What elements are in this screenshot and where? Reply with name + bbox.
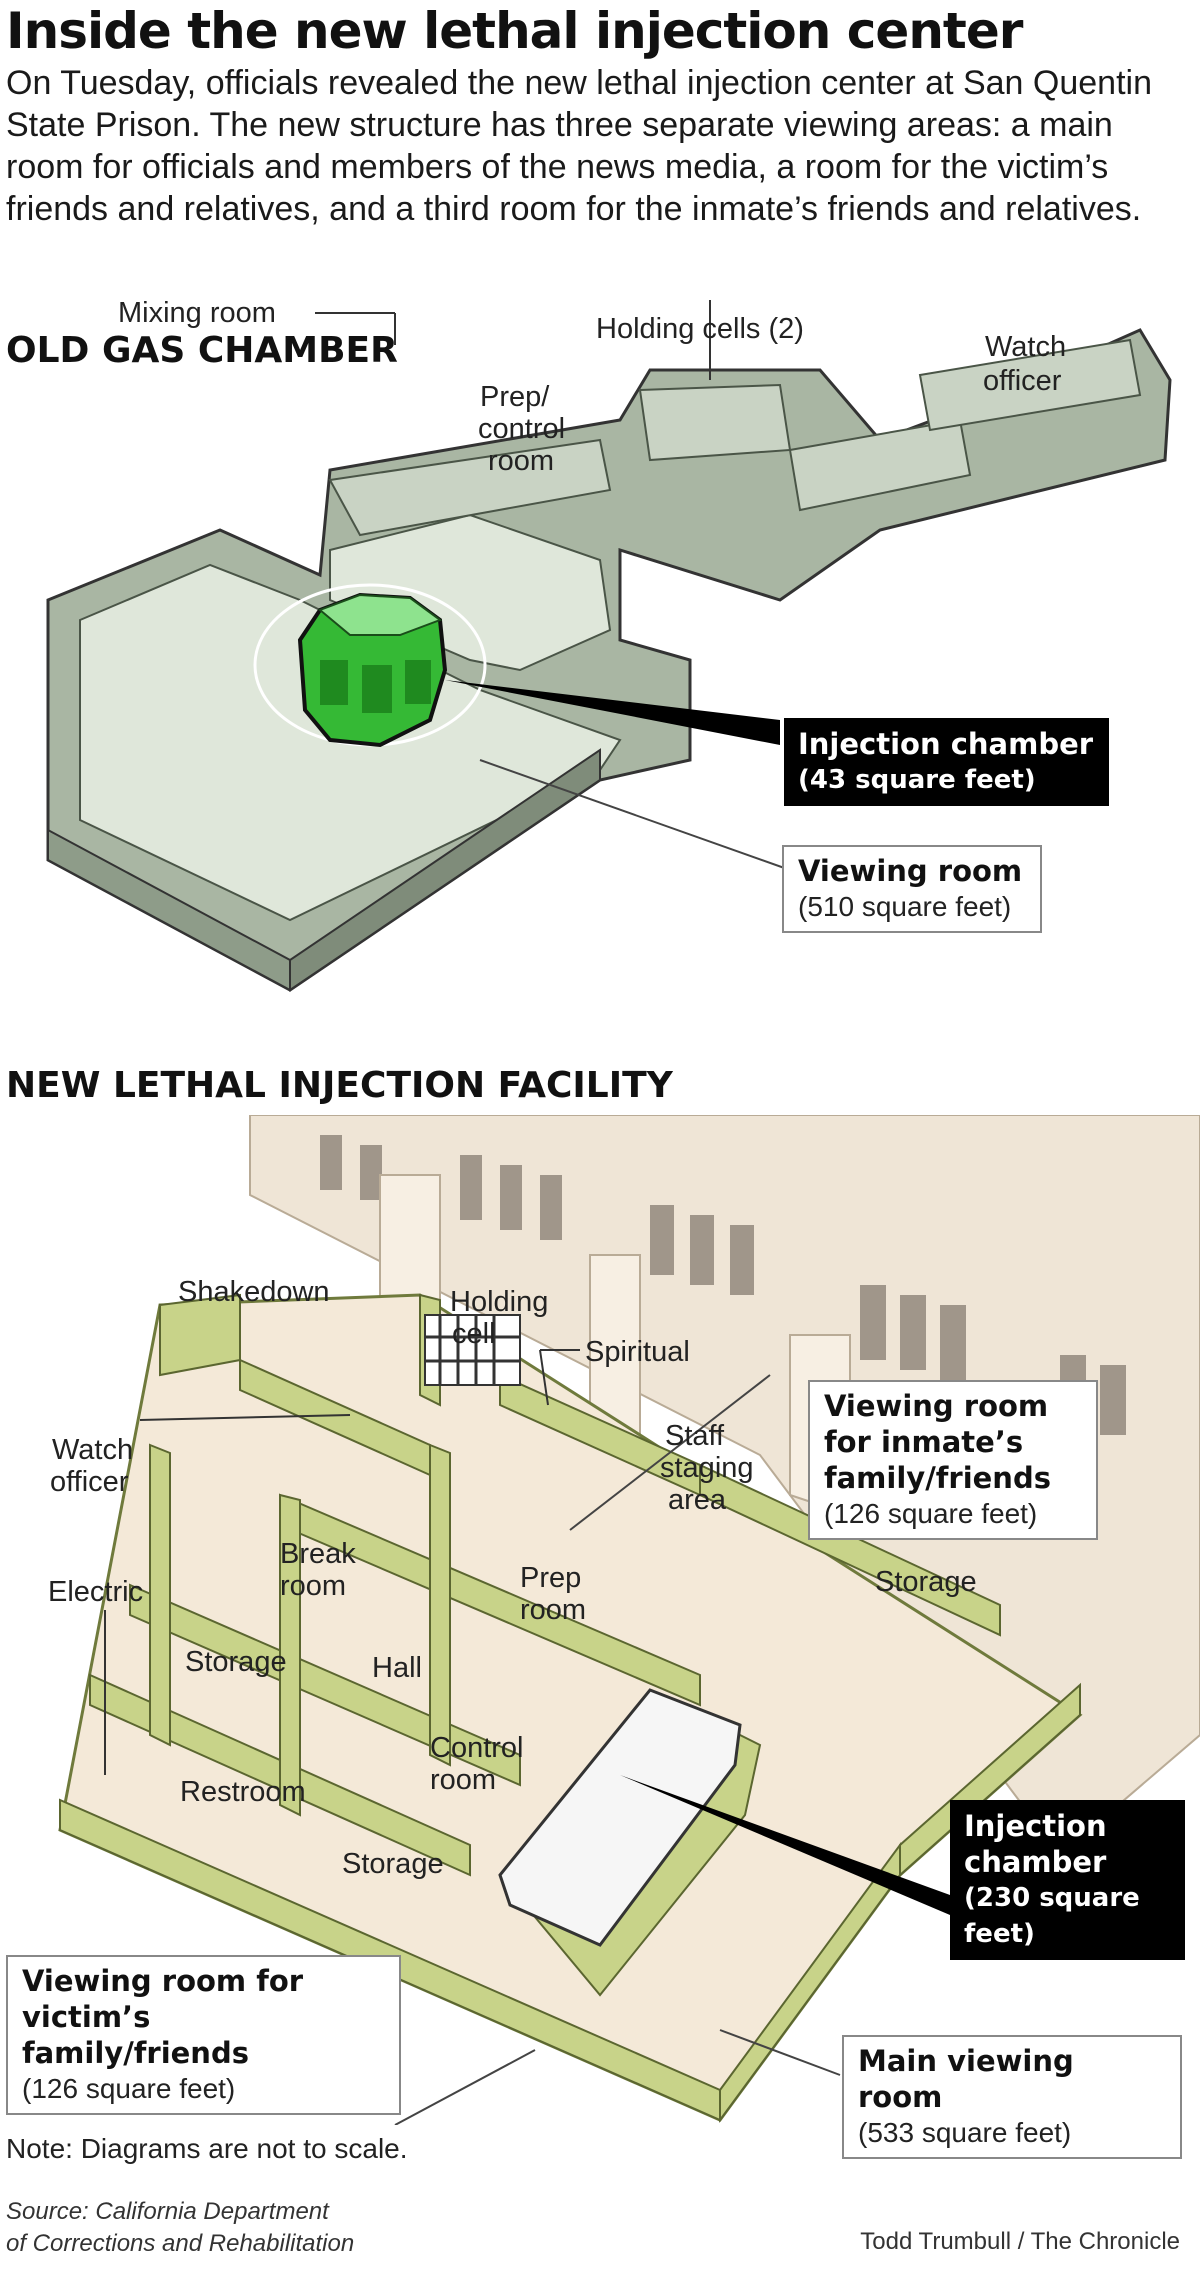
prep-room-label-1: Prep [520,1562,582,1594]
prep-room-label-2: room [520,1594,587,1626]
watch-officer-label-2: officer [50,1466,129,1498]
new-facility-diagram: Shakedown Holding cell Spiritual Watch o… [0,1114,1200,2159]
new-floorplan-drawing [58,1114,1200,2126]
intro-paragraph: On Tuesday, officials revealed the new l… [6,64,1152,228]
inmate-viewing-title-2: for inmate’s [824,1425,1024,1459]
break-room-label-1: Break [280,1538,356,1570]
diagram-note: Note: Diagrams are not to scale. [6,2133,408,2164]
new-injection-size-2: feet) [964,1919,1035,1949]
prep-control-label-3: room [488,445,555,477]
control-room-label-2: room [430,1764,497,1796]
watch-officer-label-1: Watch [52,1434,134,1466]
break-room-label-2: room [280,1570,347,1602]
new-injection-size-1: (230 square [964,1883,1140,1913]
spiritual-label: Spiritual [585,1336,690,1368]
inmate-viewing-size: (126 square feet) [824,1498,1038,1529]
storage-label-left: Storage [185,1646,287,1678]
prep-control-label-2: control [478,413,566,445]
old-watch-officer-label-2: officer [983,365,1062,397]
victim-viewing-title-1: Viewing room for [22,1964,304,1998]
restroom-label: Restroom [180,1776,306,1808]
new-injection-title-1: Injection [964,1809,1107,1843]
staff-staging-label-2: staging [660,1452,754,1484]
victim-viewing-room-callout: Viewing room for victim’s family/friends… [6,1955,401,2115]
staff-staging-label-1: Staff [665,1420,725,1452]
control-room-label-1: Control [430,1732,524,1764]
shakedown-label: Shakedown [178,1276,330,1308]
storage-label-bottom: Storage [342,1848,444,1880]
old-injection-chamber-callout: Injection chamber (43 square feet) [784,718,1109,806]
new-facility-heading: NEW LETHAL INJECTION FACILITY [6,1065,673,1106]
inmate-viewing-title-1: Viewing room [824,1389,1049,1423]
main-viewing-room-callout: Main viewing room (533 square feet) [842,2035,1182,2159]
source-line-1: Source: California Department [6,2198,329,2225]
old-injection-chamber-title: Injection chamber [798,727,1094,761]
old-gas-chamber-diagram: Holding cells (2) Watch officer Mixing r… [0,265,1200,1000]
inmate-viewing-title-3: family/friends [824,1461,1051,1495]
victim-viewing-size: (126 square feet) [22,2073,236,2104]
storage-label-right: Storage [875,1566,977,1598]
old-floorplan-drawing [46,265,1172,992]
hall-label: Hall [372,1652,422,1684]
source-line-2: of Corrections and Rehabilitation [6,2230,355,2257]
old-chamber-heading: OLD GAS CHAMBER [6,330,398,371]
old-watch-officer-label-1: Watch [985,331,1067,363]
prep-control-label-1: Prep/ [480,381,550,413]
electric-label: Electric [48,1576,144,1608]
main-viewing-title: Main viewing room [858,2044,1074,2114]
old-viewing-room-callout: Viewing room (510 square feet) [782,845,1042,933]
page-title: Inside the new lethal injection center [6,2,1023,60]
mixing-room-label: Mixing room [118,297,276,329]
holding-cell-label-1: Holding [450,1286,549,1318]
victim-viewing-title-2: victim’s family/friends [22,2000,249,2070]
staff-staging-label-3: area [668,1484,727,1516]
old-viewing-room-title: Viewing room [798,854,1023,888]
holding-cells-label: Holding cells (2) [596,313,804,345]
byline-credit: Todd Trumbull / The Chronicle [860,2228,1180,2255]
old-injection-chamber-size: (43 square feet) [798,765,1036,795]
holding-cell-label-2: cell [452,1318,496,1350]
inmate-viewing-room-callout: Viewing room for inmate’s family/friends… [808,1380,1098,1540]
old-viewing-room-size: (510 square feet) [798,891,1012,922]
source-credit: Source: California Department of Correct… [6,2196,354,2260]
new-injection-chamber-callout: Injection chamber (230 square feet) [950,1800,1185,1960]
new-injection-title-2: chamber [964,1845,1107,1879]
main-viewing-size: (533 square feet) [858,2117,1072,2148]
